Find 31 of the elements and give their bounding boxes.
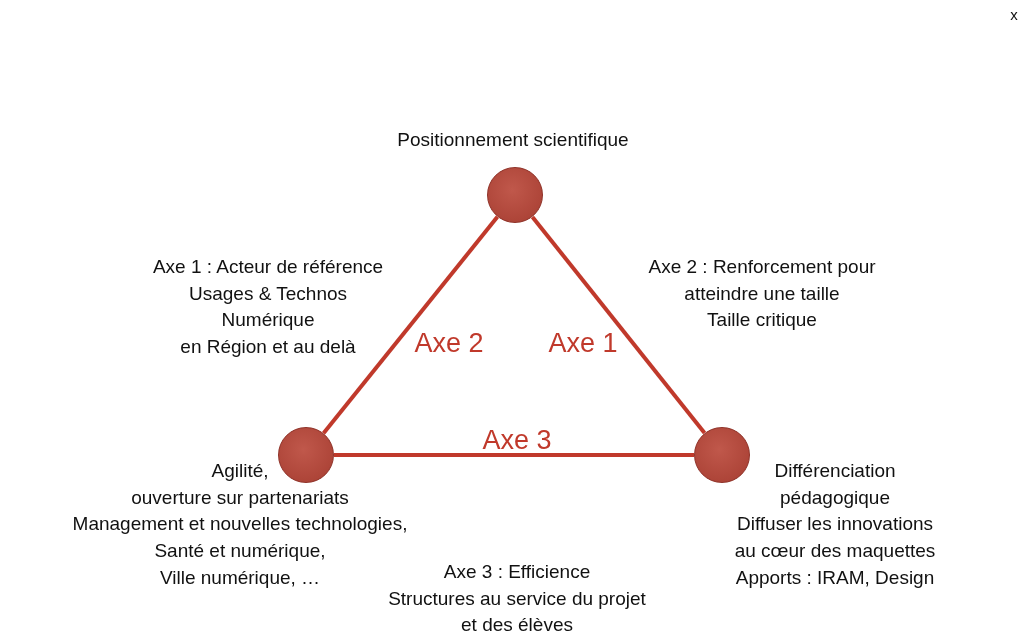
node-caption: pédagogique [780,487,890,507]
annotation-text: Structures au service du projet [388,588,646,608]
annotation-text: en Région et au delà [180,336,356,356]
node-caption: Management et nouvelles technologies, [72,513,408,533]
connector-line [334,453,694,457]
node-caption: Santé et numérique, [154,540,326,560]
circle-node [278,427,334,483]
node-caption: Apports : IRAM, Design [735,567,935,587]
edge-label: Axe 3 [482,426,552,454]
annotation-text: atteindre une taille [684,283,840,303]
connector-line [322,215,499,435]
edge-label: Axe 1 [548,329,618,357]
annotation-text: Axe 3 : Efficience [443,561,591,581]
node-caption: au cœur des maquettes [734,540,936,560]
node-caption: Positionnement scientifique [397,129,629,149]
annotation-text: Usages & Technos [188,283,348,303]
node-caption: Différenciation [774,460,896,480]
annotation-text: Numérique [221,309,315,329]
annotation-text: Axe 2 : Renforcement pour [648,256,876,276]
annotation-text: x [1010,6,1018,22]
annotation-text: Axe 1 : Acteur de référence [152,256,384,276]
annotation-text: et des élèves [461,614,573,634]
node-caption: Ville numérique, … [159,567,321,587]
edge-label: Axe 2 [414,329,484,357]
node-caption: ouverture sur partenariats [131,487,349,507]
circle-node [694,427,750,483]
node-caption: Agilité, [211,460,269,480]
node-caption: Diffuser les innovations [736,513,934,533]
connector-line [530,215,707,435]
annotation-text: Taille critique [707,309,817,329]
circle-node [487,167,543,223]
